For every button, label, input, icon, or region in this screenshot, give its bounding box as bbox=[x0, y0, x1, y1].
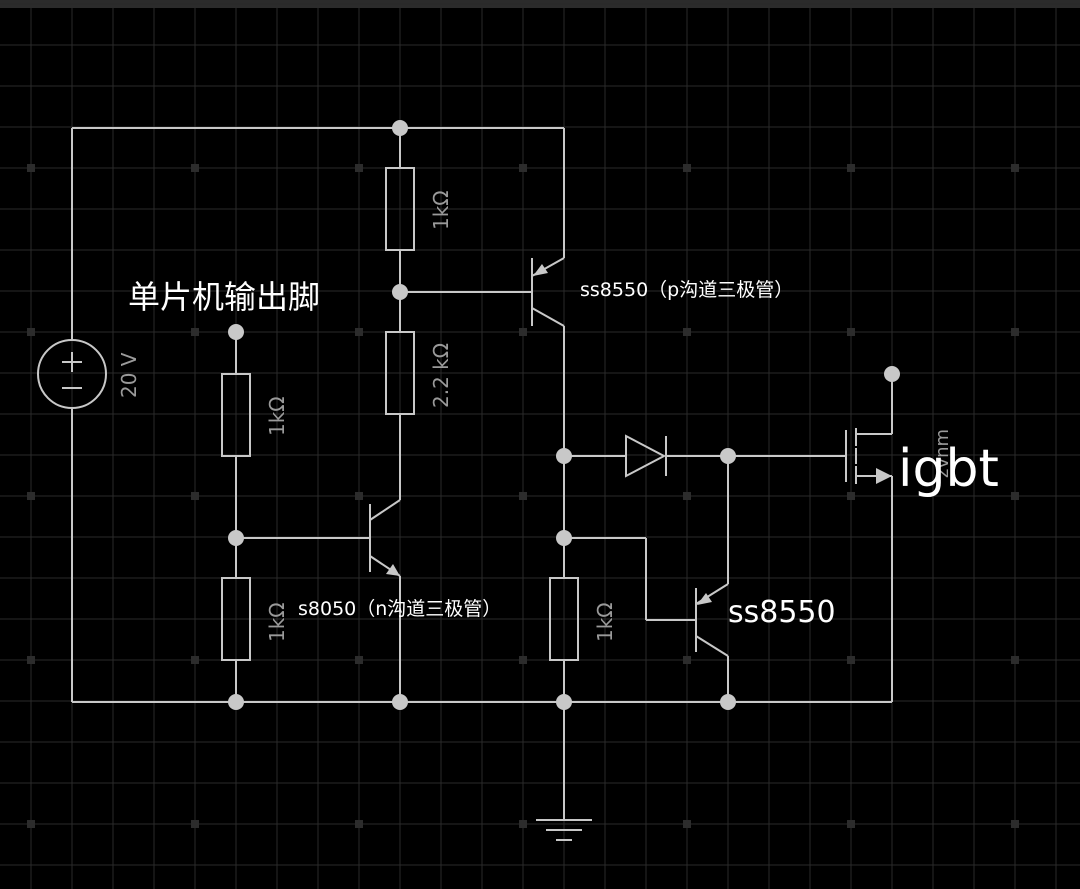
mcu-pin-label: 单片机输出脚 bbox=[128, 278, 320, 316]
igbt-label: igbt bbox=[898, 439, 999, 499]
resistor-right-label: 1kΩ bbox=[593, 602, 617, 642]
junction-node[interactable] bbox=[228, 530, 244, 546]
resistor-mid[interactable] bbox=[385, 331, 415, 415]
junction-node[interactable] bbox=[392, 284, 408, 300]
resistor-mcu-top[interactable] bbox=[221, 373, 251, 457]
mosfet-tag: zvnm bbox=[932, 429, 953, 478]
resistor-mid-label: 2.2 kΩ bbox=[429, 343, 453, 408]
junction-node[interactable] bbox=[392, 694, 408, 710]
resistor-top[interactable] bbox=[385, 167, 415, 251]
transistor-npn[interactable] bbox=[369, 499, 401, 577]
emitter-arrow-icon bbox=[697, 593, 712, 605]
transistor-pnp-top-label: ss8550（p沟道三极管） bbox=[580, 279, 793, 301]
wires bbox=[71, 127, 893, 820]
igbt-drain-terminal[interactable] bbox=[884, 366, 900, 382]
resistor-mcu-bottom-label: 1kΩ bbox=[265, 602, 289, 642]
junction-node[interactable] bbox=[556, 448, 572, 464]
voltage-source-label: 20 V bbox=[117, 352, 141, 398]
transistor-pnp-right[interactable] bbox=[695, 583, 729, 657]
resistor-mcu-top-label: 1kΩ bbox=[265, 396, 289, 436]
voltage-source[interactable] bbox=[37, 339, 107, 409]
transistor-pnp-right-label: ss8550 bbox=[728, 595, 836, 630]
emitter-arrow-icon bbox=[386, 564, 400, 576]
junction-node[interactable] bbox=[556, 694, 572, 710]
resistor-top-label: 1kΩ bbox=[429, 190, 453, 230]
junction-node[interactable] bbox=[228, 694, 244, 710]
transistor-pnp-top[interactable] bbox=[531, 257, 565, 327]
ground-symbol[interactable] bbox=[536, 819, 592, 841]
junction-node[interactable] bbox=[392, 120, 408, 136]
resistor-mcu-bottom[interactable] bbox=[221, 577, 251, 661]
transistor-npn-label: s8050（n沟道三极管） bbox=[298, 598, 501, 620]
mosfet-igbt[interactable] bbox=[845, 428, 892, 484]
diode[interactable] bbox=[625, 434, 667, 478]
junction-node[interactable] bbox=[556, 530, 572, 546]
emitter-arrow-icon bbox=[533, 264, 548, 276]
source-arrow-icon bbox=[876, 468, 892, 484]
junction-nodes bbox=[228, 120, 900, 710]
junction-node[interactable] bbox=[720, 448, 736, 464]
resistor-right[interactable] bbox=[549, 577, 579, 661]
junction-node[interactable] bbox=[720, 694, 736, 710]
mcu-pin-terminal[interactable] bbox=[228, 324, 244, 340]
